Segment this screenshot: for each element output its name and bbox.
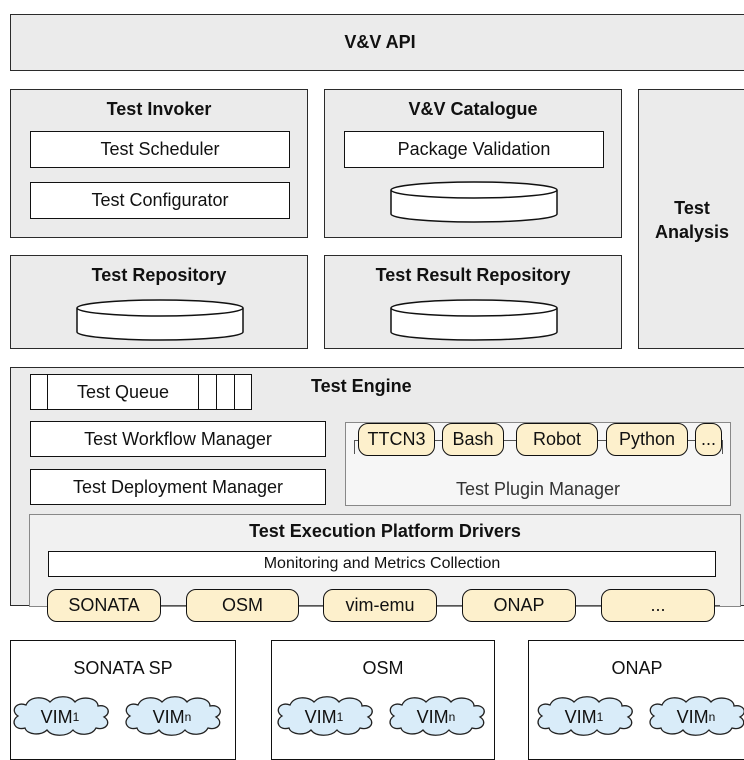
- vim-text: VIM: [152, 706, 185, 727]
- test-queue: Test Queue: [30, 374, 252, 410]
- test-result-repository-title: Test Result Repository: [375, 265, 571, 285]
- drivers-title: Test Execution Platform Drivers: [249, 521, 521, 541]
- vim-text: VIM: [40, 706, 73, 727]
- test-scheduler-box: Test Scheduler: [30, 131, 290, 168]
- vv-catalogue-title: V&V Catalogue: [408, 99, 538, 119]
- test-configurator-box: Test Configurator: [30, 182, 290, 219]
- test-invoker-box: Test Invoker Test Scheduler Test Configu…: [10, 89, 308, 238]
- platform-onap-name: ONAP: [611, 657, 663, 678]
- driver-sonata: SONATA: [47, 589, 161, 622]
- driver-osm: OSM: [186, 589, 299, 622]
- vv-api-box: V&V API: [10, 14, 744, 71]
- plugin-robot: Robot: [516, 423, 598, 456]
- vv-catalogue-box: V&V Catalogue Package Validation: [324, 89, 622, 238]
- monitoring-metrics-box: Monitoring and Metrics Collection: [48, 551, 716, 577]
- test-analysis-line2: Analysis: [654, 222, 730, 242]
- platform-sonata-sp-name: SONATA SP: [73, 657, 173, 678]
- test-plugin-manager-label: Test Plugin Manager: [455, 478, 621, 499]
- test-repository-box: Test Repository: [10, 255, 308, 349]
- driver-more: ...: [601, 589, 715, 622]
- plugin-more: ...: [695, 423, 722, 456]
- test-result-repository-box: Test Result Repository: [324, 255, 622, 349]
- test-analysis-label: Test Analysis: [639, 196, 744, 244]
- test-plugin-manager-box: TTCN3 Bash Robot Python ... Test Plugin …: [345, 422, 731, 506]
- vim-text: VIM: [676, 706, 709, 727]
- test-analysis-line1: Test: [674, 198, 710, 218]
- vim-text: VIM: [564, 706, 597, 727]
- plugin-python: Python: [606, 423, 688, 456]
- test-queue-label: Test Queue: [76, 381, 170, 402]
- vim-subscript: n: [448, 710, 456, 724]
- plugin-ttcn3: TTCN3: [358, 423, 435, 456]
- plugin-connector-left-tick: [354, 440, 355, 454]
- vim-text: VIM: [416, 706, 449, 727]
- plugin-bash: Bash: [442, 423, 504, 456]
- vim-subscript: n: [708, 710, 716, 724]
- vim-subscript: 1: [596, 710, 604, 724]
- vim-subscript: 1: [336, 710, 344, 724]
- platform-osm-name: OSM: [362, 657, 404, 678]
- test-invoker-title: Test Invoker: [106, 99, 212, 119]
- driver-vim-emu: vim-emu: [323, 589, 437, 622]
- catalogue-database-icon: [390, 181, 558, 223]
- test-repository-database-icon: [76, 299, 244, 341]
- vim-subscript: 1: [72, 710, 80, 724]
- queue-slot-left: [31, 375, 48, 409]
- queue-slot-1: [198, 375, 217, 409]
- test-deployment-manager-box: Test Deployment Manager: [30, 469, 326, 505]
- plugin-connector-right-tick: [722, 440, 723, 454]
- driver-onap: ONAP: [462, 589, 576, 622]
- test-repository-title: Test Repository: [91, 265, 227, 285]
- test-workflow-manager-box: Test Workflow Manager: [30, 421, 326, 457]
- result-repository-database-icon: [390, 299, 558, 341]
- vim-text: VIM: [304, 706, 337, 727]
- queue-slot-2: [217, 375, 235, 409]
- test-analysis-box: Test Analysis: [638, 89, 744, 349]
- vim-subscript: n: [184, 710, 192, 724]
- vv-api-label: V&V API: [344, 32, 416, 52]
- test-engine-title: Test Engine: [311, 376, 412, 396]
- package-validation-box: Package Validation: [344, 131, 604, 168]
